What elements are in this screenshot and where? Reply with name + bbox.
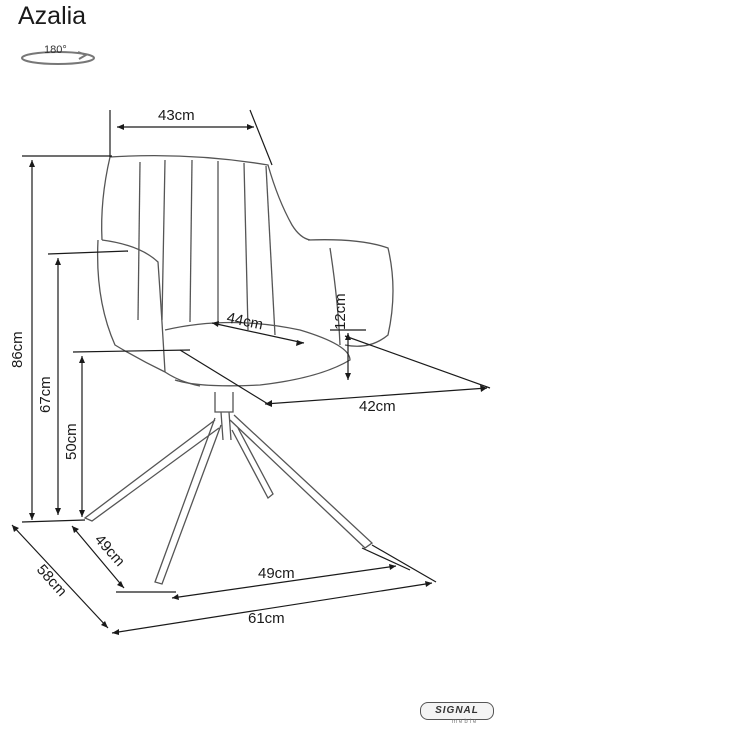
dim-armrest-height: 67cm	[37, 376, 54, 413]
arrowheads	[12, 124, 487, 635]
dim-base-width: 49cm	[258, 565, 295, 582]
dim-seat-depth: 44cm	[225, 309, 264, 333]
rotation-label: 180°	[44, 44, 67, 56]
dim-seat-height: 50cm	[63, 423, 80, 460]
dim-armrest-above-seat: 12cm	[332, 293, 349, 330]
dim-total-width: 61cm	[248, 610, 285, 627]
brand-logo-text: SIGNAL	[435, 705, 479, 716]
dim-base-depth: 49cm	[91, 531, 128, 570]
dim-top-width: 43cm	[158, 107, 195, 124]
brand-logo-subtext: meble	[452, 719, 479, 725]
product-title: Azalia	[18, 2, 87, 30]
rotation-icon	[21, 51, 95, 65]
dim-total-height: 86cm	[9, 331, 26, 368]
brand-logo: SIGNAL	[420, 702, 494, 720]
dimension-lines	[11, 109, 491, 634]
dim-seat-width: 42cm	[359, 398, 396, 415]
chair-outline	[83, 154, 394, 585]
